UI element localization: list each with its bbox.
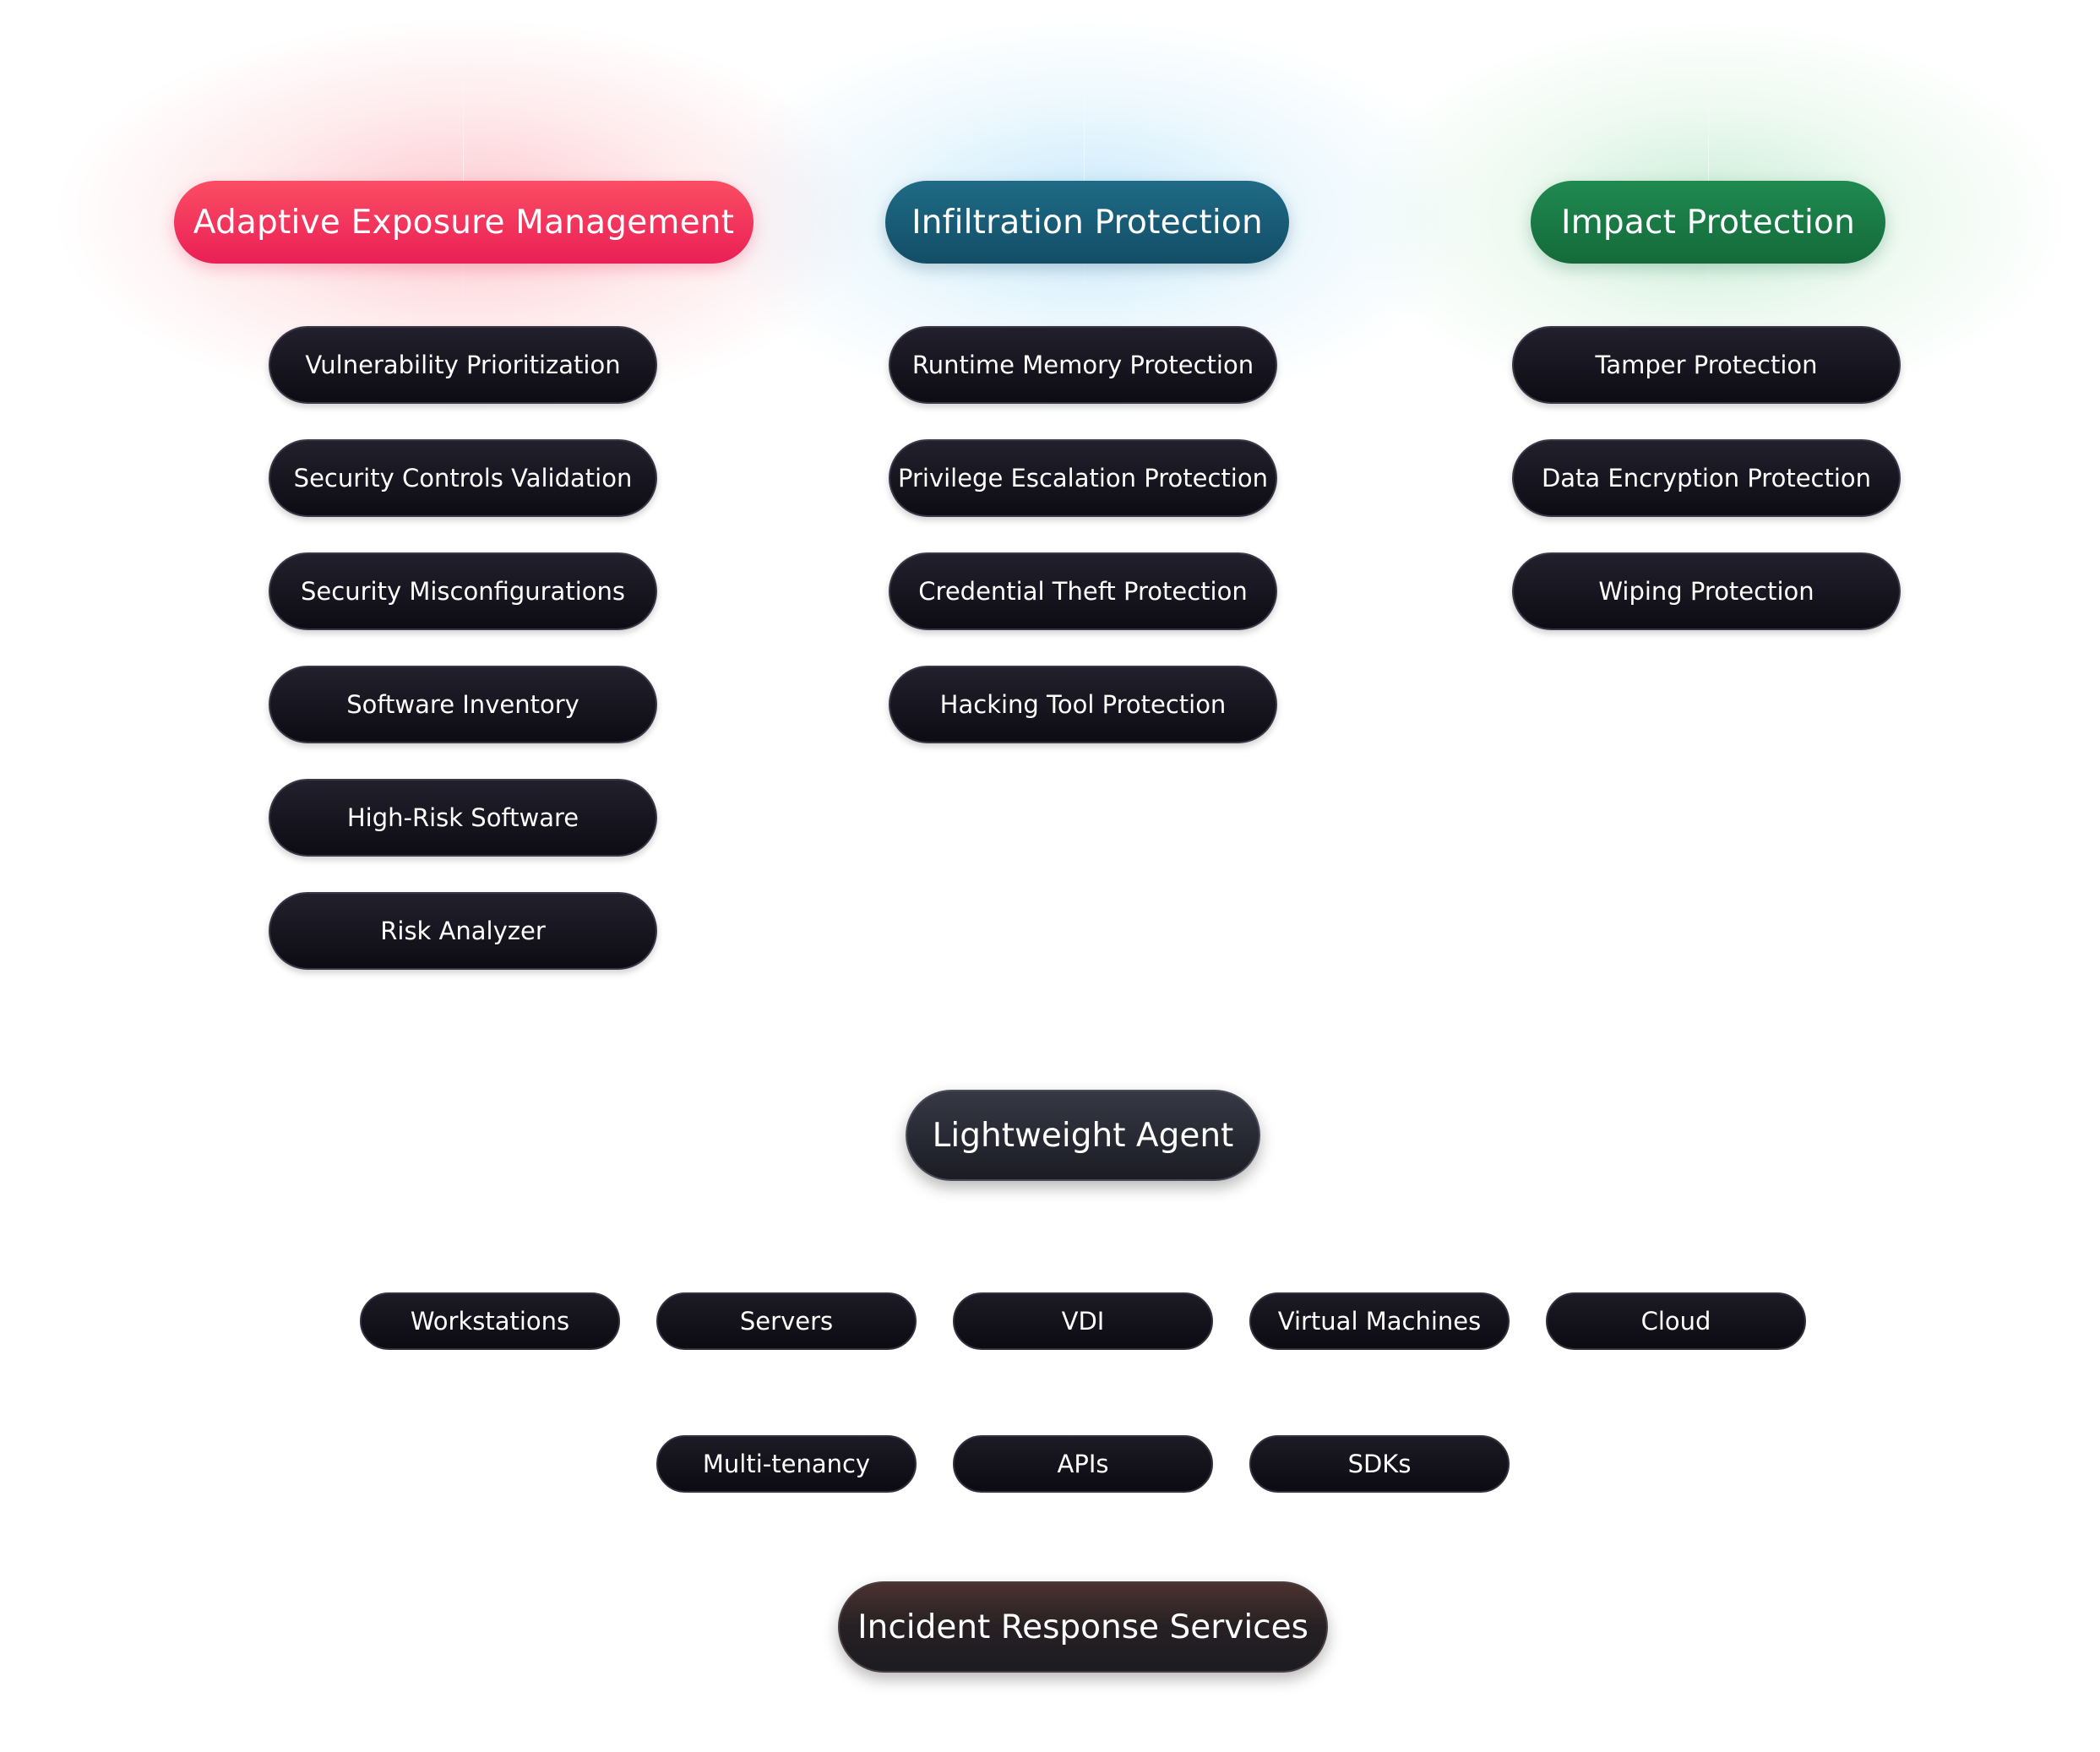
guide-line-3: [1708, 34, 1709, 321]
platform-servers[interactable]: Servers: [656, 1292, 917, 1350]
feature-privilege-escalation-protection[interactable]: Privilege Escalation Protection: [889, 439, 1277, 517]
platform-workstations[interactable]: Workstations: [360, 1292, 620, 1350]
guide-line-2: [1084, 34, 1085, 321]
incident-response-services[interactable]: Incident Response Services: [838, 1581, 1328, 1673]
platform-virtual-machines[interactable]: Virtual Machines: [1249, 1292, 1510, 1350]
feature-vulnerability-prioritization[interactable]: Vulnerability Prioritization: [269, 326, 657, 404]
feature-data-encryption-protection[interactable]: Data Encryption Protection: [1512, 439, 1901, 517]
platform-sdks[interactable]: SDKs: [1249, 1435, 1510, 1493]
adaptive-exposure-management-header[interactable]: Adaptive Exposure Management: [174, 181, 753, 264]
feature-software-inventory[interactable]: Software Inventory: [269, 666, 657, 743]
feature-security-misconfigurations[interactable]: Security Misconfigurations: [269, 552, 657, 630]
feature-risk-analyzer[interactable]: Risk Analyzer: [269, 892, 657, 970]
lightweight-agent[interactable]: Lightweight Agent: [906, 1090, 1260, 1181]
feature-credential-theft-protection[interactable]: Credential Theft Protection: [889, 552, 1277, 630]
platform-cloud[interactable]: Cloud: [1546, 1292, 1806, 1350]
feature-tamper-protection[interactable]: Tamper Protection: [1512, 326, 1901, 404]
platform-multi-tenancy[interactable]: Multi-tenancy: [656, 1435, 917, 1493]
platform-apis[interactable]: APIs: [953, 1435, 1213, 1493]
infiltration-protection-header[interactable]: Infiltration Protection: [885, 181, 1289, 264]
feature-security-controls-validation[interactable]: Security Controls Validation: [269, 439, 657, 517]
feature-hacking-tool-protection[interactable]: Hacking Tool Protection: [889, 666, 1277, 743]
guide-line-1: [463, 34, 464, 321]
feature-high-risk-software[interactable]: High-Risk Software: [269, 779, 657, 857]
impact-protection-header[interactable]: Impact Protection: [1531, 181, 1885, 264]
platform-vdi[interactable]: VDI: [953, 1292, 1213, 1350]
feature-runtime-memory-protection[interactable]: Runtime Memory Protection: [889, 326, 1277, 404]
feature-wiping-protection[interactable]: Wiping Protection: [1512, 552, 1901, 630]
